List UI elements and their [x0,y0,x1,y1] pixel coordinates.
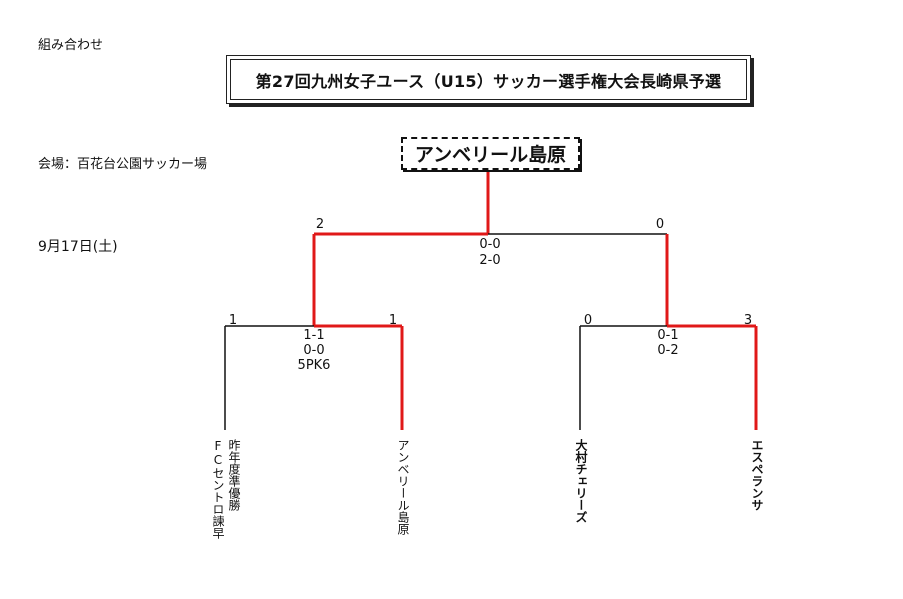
semi-right-result-1: 0-1 [657,328,679,343]
date-text: 9月17日(土) [38,239,118,255]
team2-name: アンベリール島原 [396,439,410,535]
semi-left-right-score: 1 [388,313,398,328]
semi-right-result-2: 0-2 [657,343,679,358]
team1-name: FCセントロ諫早 [211,439,225,539]
venue-text: 会場：百花台公園サッカー場 [38,157,208,172]
semi-left-result-3: 5PK6 [297,358,331,373]
final-left-score: 2 [315,217,325,232]
semi-right-right-score: 3 [743,313,753,328]
semi-left-result-1: 1-1 [303,328,325,343]
team4-name: エスペランサ [750,439,764,511]
team3-name: 大村チェリーズ [574,439,588,523]
team1-note: 昨年度準優勝 [227,439,241,511]
final-right-score: 0 [655,217,665,232]
page-title: 第27回九州女子ユース（U15）サッカー選手権大会長崎県予選 [230,59,747,100]
semi-left-result-2: 0-0 [303,343,325,358]
header-label: 組み合わせ [38,38,104,53]
semi-left-left-score: 1 [228,313,238,328]
final-result-2: 2-0 [479,253,501,268]
title-box: 第27回九州女子ユース（U15）サッカー選手権大会長崎県予選 [226,55,751,104]
semi-right-left-score: 0 [583,313,593,328]
champion-box: アンベリール島原 [401,137,580,170]
final-result-1: 0-0 [479,237,501,252]
